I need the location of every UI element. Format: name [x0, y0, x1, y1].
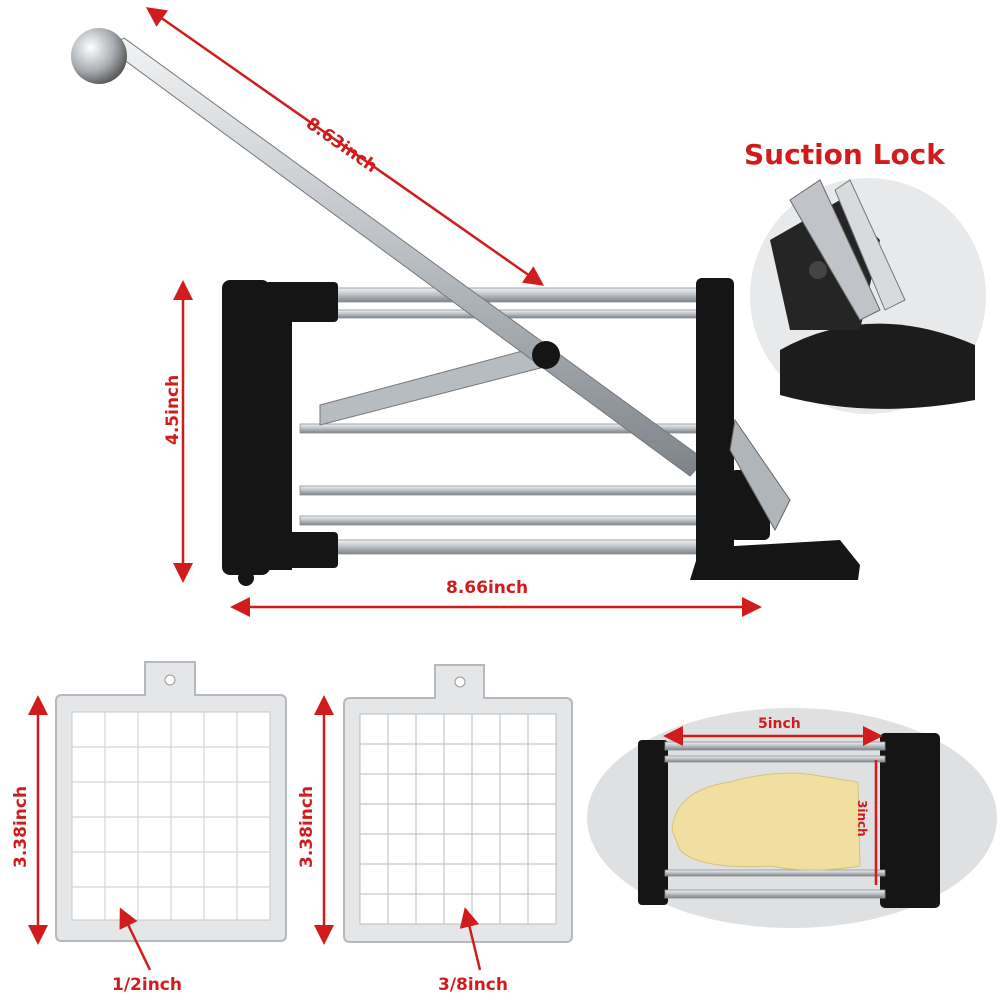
- blade-three-eighth-size-label: 3/8inch: [438, 975, 508, 995]
- blade-three-eighth-pointer: [459, 907, 482, 971]
- suction-lock-inset: [750, 178, 986, 414]
- handle-knob: [71, 28, 127, 84]
- base-length-label: 8.66inch: [446, 578, 528, 598]
- chamber-height-label: 3inch: [855, 800, 869, 837]
- suction-base: [690, 540, 860, 580]
- handle-length-label: 8.63inch: [302, 114, 381, 177]
- pivot-knob: [532, 341, 560, 369]
- potato: [671, 772, 861, 871]
- blade-half-size-label: 1/2inch: [112, 975, 182, 995]
- chamber-length-label: 5inch: [758, 716, 801, 732]
- press-lever-arm: [319, 344, 553, 426]
- suction-lock-title: Suction Lock: [744, 138, 946, 171]
- fry-cutter-main: [71, 28, 860, 586]
- blade-half-height-label: 3.38inch: [11, 786, 31, 868]
- blade-three-eighth-inch: [343, 664, 573, 943]
- blade-half-inch: [55, 661, 287, 942]
- right-end-plate: [690, 278, 860, 580]
- handle-dimension-line: [145, 7, 545, 286]
- height-label: 4.5inch: [163, 375, 183, 445]
- left-end-plate: [222, 280, 338, 586]
- blade-three-eighth-height-label: 3.38inch: [297, 786, 317, 868]
- potato-chamber-inset: [587, 708, 997, 928]
- blade-half-pointer: [119, 907, 152, 971]
